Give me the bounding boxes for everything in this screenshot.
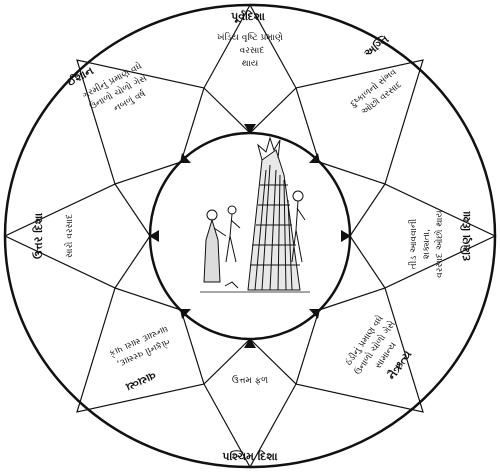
direction-south-text-1: તીડ આવવાની [408, 218, 419, 269]
direction-south-text-3: વરસાદ ઓછો થાય [433, 210, 445, 278]
direction-northwest-name: વાયવ્ય [124, 369, 158, 394]
holika-bonfire-illustration [200, 136, 310, 293]
direction-north-name: ઉત્તર દિશા [31, 213, 45, 259]
direction-east-name: પૂર્વદિશા [231, 9, 265, 24]
direction-northeast-name: ઈશાન [64, 63, 95, 88]
direction-southeast: અગ્નિ દુષ્કાળનો સંભવ ઓછો વરસાદ [346, 32, 404, 118]
star-spokes [3, 4, 497, 469]
direction-southeast-name: અગ્નિ [361, 32, 391, 60]
direction-east-text-1: ખંડિય વૃષ્ટિ પ્રમાણે [217, 31, 283, 43]
direction-east-text-3: થાય [242, 59, 259, 69]
direction-south-text-2: શક્યતા, [422, 229, 432, 259]
direction-south: દક્ષિણ દિશા તીડ આવવાની શક્યતા, વરસાદ ઓછો… [408, 210, 473, 278]
direction-west: ઉત્તમ ફળ પશ્ચિમ દિશા [222, 375, 277, 463]
direction-north: ઉત્તર દિશા સારો વરસાદ [31, 213, 75, 259]
direction-northwest: તોફાની વરસાદ, ધાન્યાદ સારા પાકે વાયવ્ય [106, 323, 171, 394]
direction-southwest: ઠંડીનું પ્રમાણ વધે ઉનાળો ચોળો ગેસે સામાન… [342, 312, 414, 382]
direction-east: પૂર્વદિશા ખંડિય વૃષ્ટિ પ્રમાણે વરસાદ થાય [217, 9, 283, 69]
direction-west-text-1: ઉત્તમ ફળ [232, 375, 268, 386]
direction-north-text-1: સારો વરસાદ [63, 214, 75, 258]
inner-circle [148, 131, 352, 341]
direction-east-text-2: વરસાદ [240, 46, 265, 56]
direction-west-name: પશ્ચિમ દિશા [222, 449, 277, 463]
direction-south-name: દક્ષિણ દિશા [459, 211, 473, 261]
direction-northeast: ઈશાન ગરમીનું પ્રમાણ વધે ઉનાળો ચોળો ગેસે … [64, 59, 148, 114]
